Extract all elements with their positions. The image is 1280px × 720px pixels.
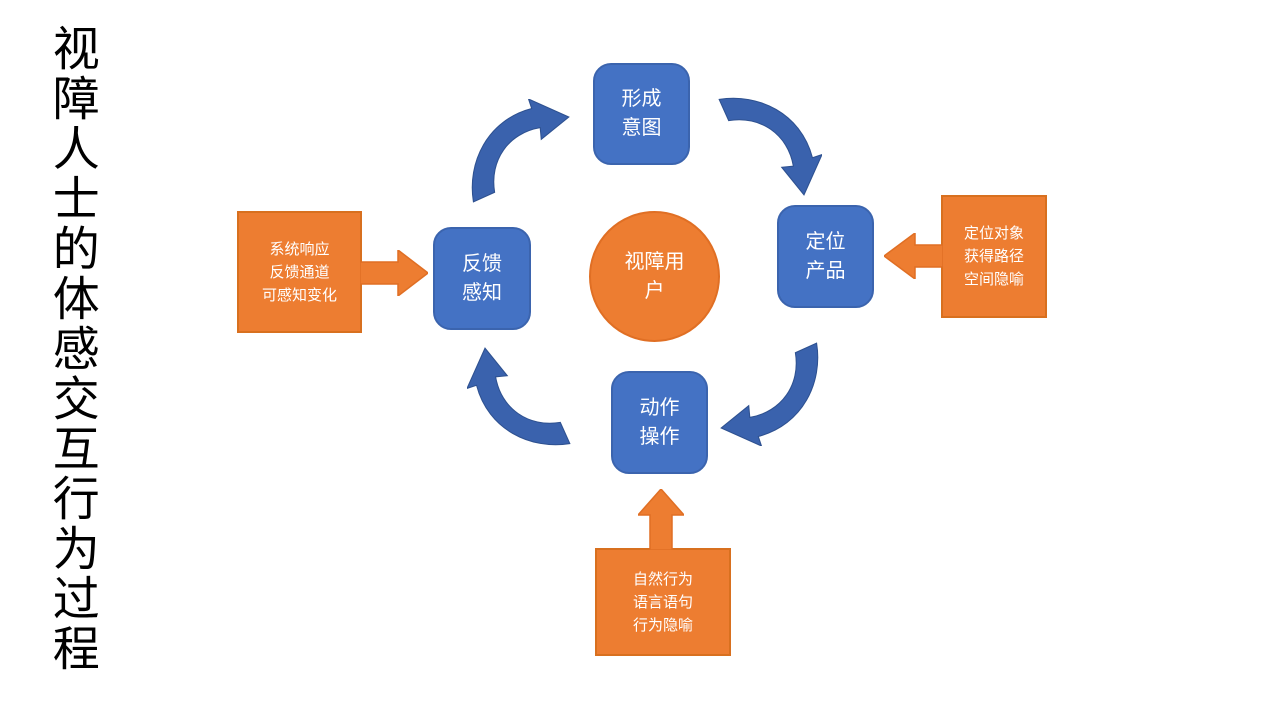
node-label-line: 形成 <box>621 88 662 110</box>
node-feedback-perception: 反馈 感知 <box>433 227 531 330</box>
cycle-arrow-action-to-feedback-icon <box>467 347 571 446</box>
center-label-line: 视障用 <box>624 250 685 273</box>
cycle-arrow-intention-to-locate-icon <box>718 97 822 196</box>
callout-line: 反馈通道 <box>269 263 330 281</box>
callout-line: 获得路径 <box>963 248 1024 265</box>
center-label-line: 户 <box>644 279 665 302</box>
callout-locate-object: 定位对象 获得路径 空间隐喻 <box>941 195 1047 318</box>
up-arrow-icon <box>638 489 684 550</box>
callout-line: 空间隐喻 <box>963 271 1024 288</box>
node-form-intention: 形成 意图 <box>593 63 690 165</box>
node-locate-product: 定位 产品 <box>777 205 874 308</box>
callout-natural-behavior: 自然行为 语言语句 行为隐喻 <box>595 548 731 656</box>
node-label-line: 感知 <box>462 281 502 304</box>
node-action-operation: 动作 操作 <box>611 371 708 474</box>
cycle-arrow-feedback-to-intention-icon <box>471 99 570 203</box>
node-label-line: 定位 <box>805 230 846 253</box>
callout-line: 定位对象 <box>963 225 1024 242</box>
node-label-line: 操作 <box>639 425 680 448</box>
left-arrow-icon <box>884 233 943 279</box>
callout-line: 自然行为 <box>632 570 693 588</box>
slide-title: 视障人士的体感交互行为过程 <box>44 24 97 674</box>
callout-line: 行为隐喻 <box>632 616 693 634</box>
callout-line: 系统响应 <box>269 240 330 258</box>
callout-system-response: 系统响应 反馈通道 可感知变化 <box>237 211 362 333</box>
node-label-line: 意图 <box>621 117 662 139</box>
node-label-line: 反馈 <box>462 252 502 275</box>
node-label-line: 产品 <box>805 259 846 282</box>
center-circle-blind-user: 视障用 户 <box>589 211 720 342</box>
callout-line: 可感知变化 <box>261 286 337 304</box>
node-label-line: 动作 <box>639 396 680 419</box>
cycle-arrow-locate-to-action-icon <box>720 342 819 446</box>
right-arrow-icon <box>360 250 428 296</box>
callout-line: 语言语句 <box>632 593 693 611</box>
